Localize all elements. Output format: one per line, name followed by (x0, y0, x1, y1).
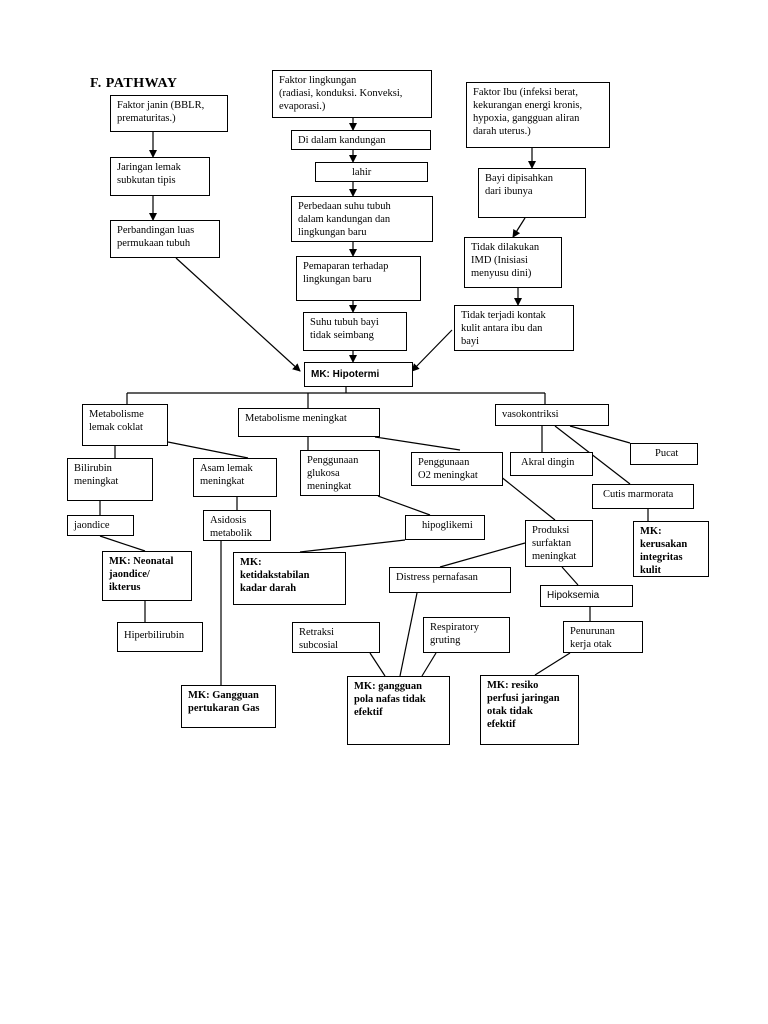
node-penurunan: Penurunan kerja otak (563, 621, 643, 653)
node-retraksi: Retraksi subcosial (292, 622, 380, 653)
line-lemak-to-asam (167, 441, 249, 459)
node-di-dalam-kandungan: Di dalam kandungan (291, 130, 431, 150)
node-hipoksemia: Hipoksemia (540, 585, 633, 607)
node-faktor-lingkungan: Faktor lingkungan (radiasi, konduksi. Ko… (272, 70, 432, 118)
node-perbedaan-suhu: Perbedaan suhu tubuh dalam kandungan dan… (291, 196, 433, 242)
node-asidosis: Asidosis metabolik (203, 510, 271, 541)
node-pucat: Pucat (630, 443, 698, 465)
line-penurunan-to-perfusi (534, 652, 571, 676)
node-pemaparan: Pemaparan terhadap lingkungan baru (296, 256, 421, 301)
node-hipoglikemi: hipoglikemi (405, 515, 485, 540)
node-jaringan-lemak: Jaringan lemak subkutan tipis (110, 157, 210, 196)
node-perbandingan-luas: Perbandingan luas permukaan tubuh (110, 220, 220, 258)
node-mk-ketidakstabilan: MK: ketidakstabilan kadar darah (233, 552, 346, 605)
node-mk-gangguan-gas: MK: Gangguan pertukaran Gas (181, 685, 276, 728)
node-cutis-marmorata: Cutis marmorata (592, 484, 694, 509)
node-asam-lemak: Asam lemak meningkat (193, 458, 277, 497)
line-hipoglikemi-to-ketidakstabilan (299, 539, 406, 553)
line-respiratory-to-pola (421, 652, 437, 677)
node-distress: Distress pernafasan (389, 567, 511, 593)
node-hiperbilirubin: Hiperbilirubin (117, 622, 203, 652)
line-meningkat-to-o2 (374, 436, 461, 451)
arrow-perbandingan-to-hipotermi (175, 257, 301, 372)
node-metabolisme-meningkat: Metabolisme meningkat (238, 408, 380, 437)
arrow-bayi-to-imd (512, 217, 526, 238)
line-jaondice-to-neonatal (99, 535, 146, 552)
node-mk-pola-nafas: MK: gangguan pola nafas tidak efektif (347, 676, 450, 745)
line-o2-to-surfaktan (499, 475, 556, 521)
node-mk-perfusi: MK: resiko perfusi jaringan otak tidak e… (480, 675, 579, 745)
line-surfaktan-to-distress (439, 542, 526, 568)
node-produksi-surfaktan: Produksi surfaktan meningkat (525, 520, 593, 567)
line-glukosa-to-hipoglikemi (377, 495, 431, 516)
node-mk-neonatal: MK: Neonatal jaondice/ ikterus (102, 551, 192, 601)
node-penggunaan-o2: Penggunaan O2 meningkat (411, 452, 503, 486)
page-title: F. PATHWAY (90, 76, 178, 91)
node-faktor-ibu: Faktor Ibu (infeksi berat, kekurangan en… (466, 82, 610, 148)
node-tidak-kontak: Tidak terjadi kontak kulit antara ibu da… (454, 305, 574, 351)
line-vaso-to-pucat (569, 425, 631, 444)
node-metabolisme-lemak: Metabolisme lemak coklat (82, 404, 168, 446)
line-surfaktan-to-hipoksemia (561, 566, 579, 586)
node-tidak-imd: Tidak dilakukan IMD (Inisiasi menyusu di… (464, 237, 562, 288)
node-bayi-dipisahkan: Bayi dipisahkan dari ibunya (478, 168, 586, 218)
node-lahir: lahir (315, 162, 428, 182)
node-penggunaan-glukosa: Penggunaan glukosa meningkat (300, 450, 380, 496)
node-vasokontriksi: vasokontriksi (495, 404, 609, 426)
node-jaondice: jaondice (67, 515, 134, 536)
line-distress-to-pola (399, 592, 418, 677)
node-suhu-tidak-seimbang: Suhu tubuh bayi tidak seimbang (303, 312, 407, 351)
node-respiratory: Respiratory gruting (423, 617, 510, 653)
line-retraksi-to-pola (369, 652, 386, 677)
arrow-kontak-to-hipotermi (411, 329, 453, 372)
node-mk-hipotermi: MK: Hipotermi (304, 362, 413, 387)
node-mk-kerusakan: MK: kerusakan integritas kulit (633, 521, 709, 577)
node-akral-dingin: Akral dingin (510, 452, 593, 476)
node-bilirubin: Bilirubin meningkat (67, 458, 153, 501)
node-faktor-janin: Faktor janin (BBLR, prematuritas.) (110, 95, 228, 132)
